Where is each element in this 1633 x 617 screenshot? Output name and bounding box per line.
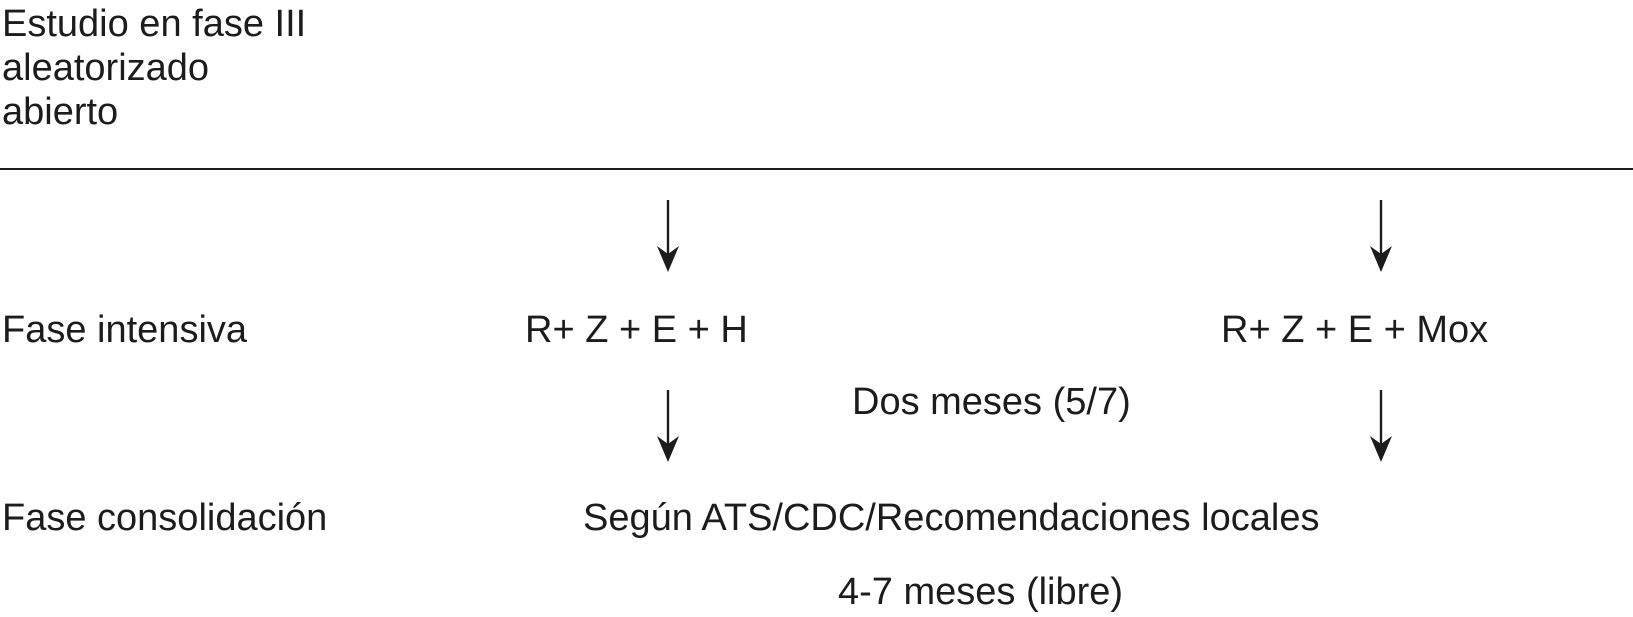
horizontal-divider bbox=[0, 168, 1633, 170]
arrow-down-icon bbox=[656, 200, 680, 272]
study-line-phase: Estudio en fase III bbox=[2, 3, 307, 45]
arrow-down-icon bbox=[1369, 390, 1393, 462]
arrow-down-icon bbox=[656, 390, 680, 462]
intensive-duration: Dos meses (5/7) bbox=[852, 381, 1131, 423]
study-description: Estudio en fase III aleatorizado abierto bbox=[2, 2, 306, 134]
intensive-phase-label: Fase intensiva bbox=[2, 309, 248, 351]
consolidation-duration: 4-7 meses (libre) bbox=[838, 571, 1124, 613]
study-line-randomized: aleatorizado bbox=[2, 47, 210, 89]
consolidation-text: Según ATS/CDC/Recomendaciones locales bbox=[583, 497, 1320, 539]
consolidation-phase-label: Fase consolidación bbox=[2, 497, 328, 539]
left-arm-regimen: R+ Z + E + H bbox=[525, 309, 748, 351]
study-line-open: abierto bbox=[2, 91, 119, 133]
arrow-down-icon bbox=[1369, 200, 1393, 272]
right-arm-regimen: R+ Z + E + Mox bbox=[1221, 309, 1489, 351]
